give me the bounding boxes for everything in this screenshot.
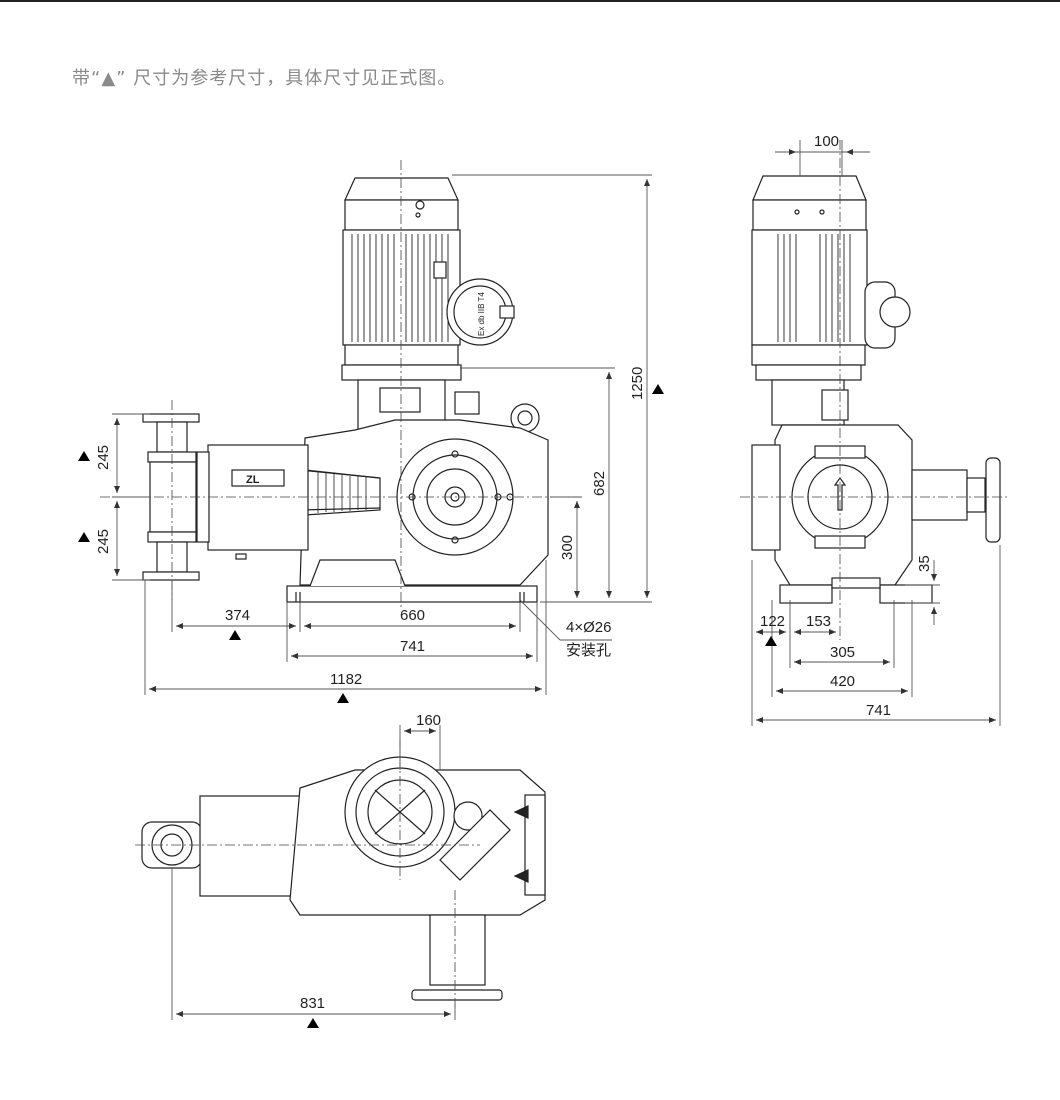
holes-note: 安装孔 — [566, 641, 611, 659]
dim-1182: 1182 — [330, 671, 362, 688]
side-lantern — [771, 379, 849, 426]
top-border-rule — [0, 0, 1060, 2]
dim-160: 160 — [416, 712, 441, 729]
ref-triangle-831 — [307, 1018, 319, 1028]
nameplate-logo: ZL — [246, 474, 260, 486]
dim-35: 35 — [916, 555, 933, 572]
side-motor — [751, 175, 911, 381]
ref-triangle-1182 — [337, 693, 349, 703]
side-dimensions — [751, 140, 1001, 726]
ref-triangle-1250 — [652, 384, 664, 394]
top-pump-head — [141, 795, 301, 897]
front-view — [142, 177, 549, 603]
ref-triangle-245-bottom — [78, 532, 90, 542]
dim-374: 374 — [225, 607, 250, 624]
front-dimensions — [112, 174, 652, 695]
junction-box-label: Ex db IIB T4 — [477, 292, 486, 336]
top-view — [141, 756, 546, 1001]
front-dimension-text: 245 245 374 660 741 1182 300 682 1250 4×… — [95, 292, 646, 688]
ref-triangle-374 — [229, 630, 241, 640]
dim-245-top: 245 — [95, 445, 112, 470]
front-junction-box — [433, 261, 515, 346]
front-pump-body — [196, 444, 309, 560]
holes-spec: 4×Ø26 — [566, 619, 611, 636]
side-base — [779, 577, 933, 604]
dim-153: 153 — [806, 613, 831, 630]
dim-300: 300 — [559, 535, 576, 560]
reference-dimension-note: 带“▲” 尺寸为参考尺寸，具体尺寸见正式图。 — [72, 68, 457, 89]
dim-741-front: 741 — [400, 638, 425, 655]
top-gear-housing — [289, 756, 546, 916]
dim-741-side: 741 — [866, 702, 891, 719]
dim-831: 831 — [300, 995, 325, 1012]
dim-305: 305 — [830, 644, 855, 661]
side-view — [751, 175, 1001, 604]
top-handwheel — [411, 914, 503, 1001]
top-dimensions — [171, 725, 456, 1020]
front-motor — [341, 177, 462, 381]
dim-122: 122 — [760, 613, 785, 630]
dim-1250: 1250 — [629, 367, 646, 400]
side-dimension-text: 100 122 153 305 420 741 35 — [760, 133, 933, 719]
ref-triangle-122 — [765, 636, 777, 646]
top-dimension-text: 160 831 — [300, 712, 441, 1012]
dim-420: 420 — [830, 673, 855, 690]
front-reference-markers — [78, 384, 664, 703]
ref-triangle-245-top — [78, 451, 90, 461]
dim-245-bottom: 245 — [95, 529, 112, 554]
side-pump-body — [751, 424, 1001, 586]
dim-100: 100 — [814, 133, 839, 150]
dim-660: 660 — [400, 607, 425, 624]
dim-682: 682 — [591, 471, 608, 496]
